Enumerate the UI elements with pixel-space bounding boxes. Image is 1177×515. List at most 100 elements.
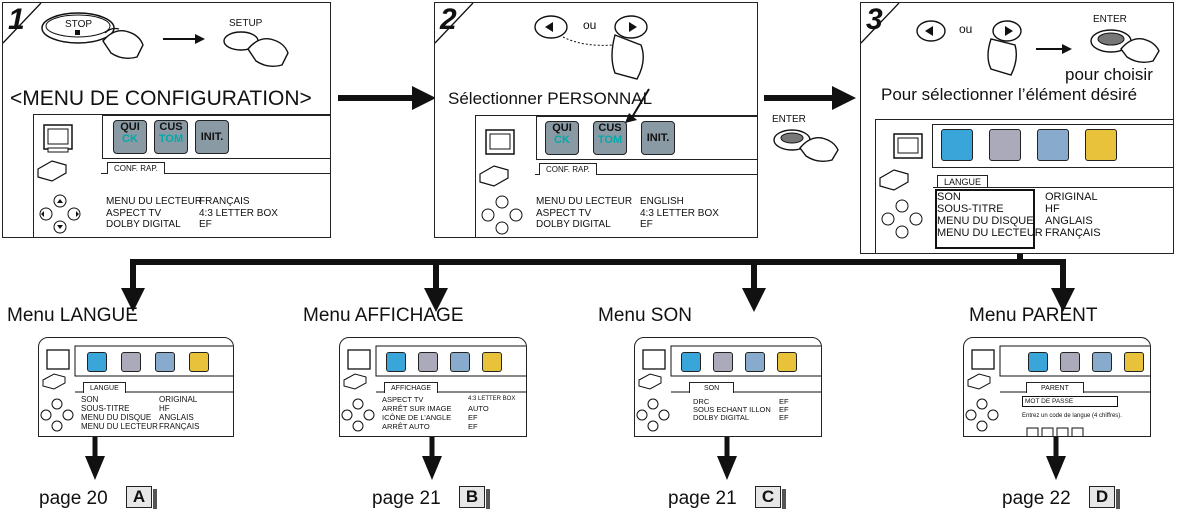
step-number: 1 [8, 3, 25, 36]
display-icon[interactable] [989, 129, 1021, 161]
section-letter-d: D [1089, 486, 1120, 509]
submenu-title: Menu SON [598, 305, 692, 326]
page-reference: page 20 [39, 488, 108, 509]
left-right-buttons-icon [534, 15, 648, 80]
lock-icon[interactable] [777, 352, 797, 372]
page-reference: page 21 [372, 488, 441, 509]
left-right-buttons-icon [916, 20, 1160, 76]
page-reference: page 22 [1002, 488, 1071, 509]
enter-label: ENTER [772, 114, 806, 125]
ou-label: ou [583, 18, 597, 32]
menu-tab: CONF. RAP. [107, 162, 165, 174]
menu-tab: PARENT [1026, 382, 1084, 393]
step-1-heading: <MENU DE CONFIGURATION> [10, 87, 312, 110]
page-reference: page 21 [668, 488, 737, 509]
submenu-screen: PARENT MOT DE PASSE Entrez un code de la… [963, 337, 1151, 437]
language-icon[interactable] [386, 352, 406, 372]
lock-icon[interactable] [1124, 352, 1144, 372]
step-number: 3 [866, 3, 883, 36]
setup-label: SETUP [229, 18, 263, 29]
step-1-panel: 1 STOP SETUP <MENU DE CONFIGURATION> [2, 2, 331, 238]
display-icon[interactable] [121, 352, 141, 372]
stop-button-icon [41, 12, 144, 60]
menu-tab: LANGUE [83, 382, 126, 393]
selection-highlight [935, 189, 1035, 249]
language-icon[interactable] [87, 352, 107, 372]
display-icon[interactable] [1060, 352, 1080, 372]
list-divider [535, 174, 757, 175]
side-icons [37, 124, 81, 234]
lock-icon[interactable] [482, 352, 502, 372]
section-letter-a: A [126, 486, 157, 509]
section-letter-c: C [755, 486, 786, 509]
menu-tab: AFFICHAGE [384, 382, 439, 393]
setup-button-icon [223, 31, 289, 68]
stop-label: STOP [65, 19, 93, 30]
menu-tab: CONF. RAP. [539, 163, 597, 175]
audio-icon[interactable] [1037, 129, 1069, 161]
step-number: 2 [440, 3, 457, 36]
lock-icon[interactable] [189, 352, 209, 372]
password-field[interactable]: MOT DE PASSE [1022, 396, 1118, 407]
list-divider [933, 187, 1173, 188]
language-icon[interactable] [1028, 352, 1048, 372]
menu-tab: LANGUE [937, 175, 989, 187]
right-arrow-icon [163, 34, 205, 44]
display-icon[interactable] [713, 352, 733, 372]
audio-icon[interactable] [155, 352, 175, 372]
language-icon[interactable] [941, 129, 973, 161]
step-badge [435, 3, 474, 44]
section-letter-b: B [459, 486, 490, 509]
choose-caption: pour choisir [1065, 65, 1153, 84]
submenu-title: Menu LANGUE [7, 305, 138, 326]
audio-icon[interactable] [450, 352, 470, 372]
display-icon[interactable] [418, 352, 438, 372]
step-badge [3, 3, 42, 44]
audio-icon[interactable] [745, 352, 765, 372]
side-icons [879, 133, 923, 239]
step-3-heading: Pour sélectionner l’élément désiré [881, 85, 1138, 104]
side-icons [479, 129, 523, 235]
menu-tab: SON [689, 382, 735, 393]
enter-label: ENTER [1093, 14, 1127, 25]
language-icon[interactable] [681, 352, 701, 372]
audio-icon[interactable] [1092, 352, 1112, 372]
lock-icon[interactable] [1085, 129, 1117, 161]
step-badge [861, 3, 900, 44]
init-button[interactable]: INIT. [641, 121, 675, 155]
ou-label: ou [959, 22, 973, 36]
init-button[interactable]: INIT. [195, 120, 229, 154]
